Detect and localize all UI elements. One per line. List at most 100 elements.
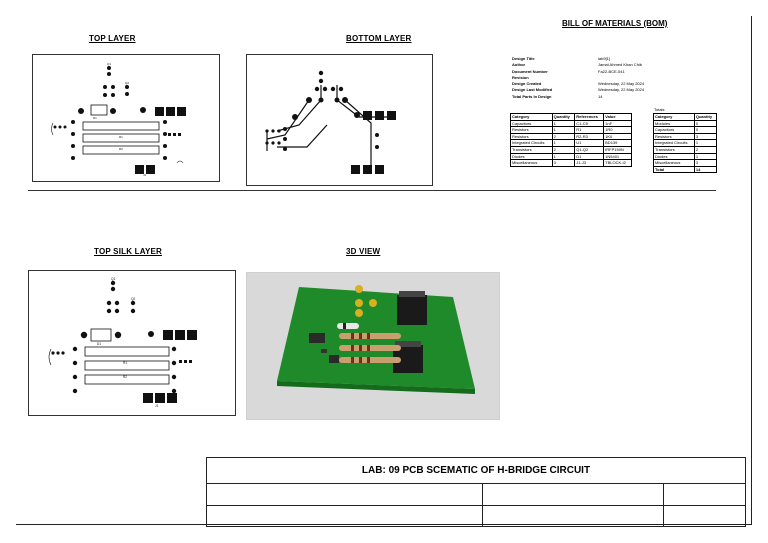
- title-block-title: LAB: 09 PCB SCEMATIC OF H-BRIDGE CIRCUIT: [207, 458, 745, 484]
- table-cell: 2: [551, 145, 576, 154]
- meta-value: 14: [598, 93, 603, 99]
- bom-parts-table: Category Quantity References Value Capac…: [510, 113, 632, 167]
- 3d-board-render: [277, 285, 475, 394]
- table-cell: 3: [693, 132, 718, 141]
- top-layer-title: TOP LAYER: [89, 34, 136, 43]
- meta-value: Fa22-BCE-041: [598, 68, 625, 74]
- 3d-view-panel: [246, 272, 500, 420]
- meta-value: Wednesday, 22 May 2024: [598, 81, 645, 87]
- bottom-layer-title: BOTTOM LAYER: [346, 34, 412, 43]
- title-block: LAB: 09 PCB SCEMATIC OF H-BRIDGE CIRCUIT: [206, 457, 746, 527]
- table-cell: R1: [574, 126, 605, 134]
- table-cell: Diodes: [510, 152, 553, 161]
- table-cell: C1-C5: [574, 119, 605, 128]
- table-cell: Integrated Circuits: [653, 139, 695, 147]
- table-cell: D1: [574, 152, 605, 161]
- table-cell: 1nF: [603, 119, 632, 128]
- table-cell: 1R0: [603, 126, 632, 134]
- table-cell: 3: [693, 159, 718, 167]
- section-divider: [28, 190, 716, 191]
- table-cell: 1: [551, 139, 576, 147]
- top-silk-drawing: [48, 280, 197, 403]
- title-block-row-divider: [207, 505, 745, 506]
- table-cell: Resistors: [510, 132, 553, 141]
- title-block-col-divider: [663, 483, 664, 526]
- meta-key: Design Title: [512, 56, 535, 61]
- table-cell: Transistors: [653, 145, 695, 154]
- table-cell: Miscellaneous: [653, 159, 695, 167]
- top-silk-layer-panel: Q1 Q2 D1 R1 R2 J1: [28, 270, 236, 416]
- table-cell: 1: [551, 119, 576, 128]
- top-layer-drawing: [51, 66, 186, 174]
- table-cell: Transistors: [510, 145, 553, 154]
- table-cell: 0: [693, 119, 718, 128]
- totals-label: Totals: [654, 107, 665, 112]
- title-block-col-divider: [482, 483, 483, 526]
- column-header: References: [574, 113, 605, 121]
- table-cell: Capacitors: [653, 126, 695, 134]
- table-header-row: Category Quantity: [653, 113, 718, 121]
- table-cell: 0: [693, 126, 718, 134]
- table-cell: Modules: [653, 119, 695, 128]
- table-cell: 1K0: [603, 132, 632, 141]
- meta-value: Wednesday, 22 May 2024: [598, 87, 645, 93]
- meta-key: Design Last Modified: [512, 87, 553, 93]
- table-cell: Diodes: [653, 152, 695, 161]
- top-silk-layer-title: TOP SILK LAYER: [94, 247, 163, 256]
- meta-value: Jamal Ahmed Khan Chib: [598, 62, 643, 68]
- total-value: 14: [693, 165, 718, 174]
- table-cell: 1: [693, 139, 718, 147]
- column-header: Quantity: [693, 113, 718, 121]
- table-cell: Resistors: [510, 126, 553, 134]
- bottom-layer-panel: [246, 54, 433, 186]
- total-label: Total: [653, 165, 695, 174]
- table-cell: 1: [693, 152, 718, 161]
- table-cell: IRFP150N: [603, 145, 632, 154]
- table-cell: 2: [551, 132, 576, 141]
- table-header-row: Category Quantity References Value: [510, 113, 632, 121]
- table-cell: J1-J3: [574, 159, 605, 167]
- table-cell: 1: [551, 126, 576, 134]
- table-cell: 3: [551, 159, 576, 167]
- bom-meta: Design Title lab9[1] Author Jamal Ahmed Kh…: [512, 56, 698, 100]
- table-cell: BD139: [603, 139, 632, 147]
- table-cell: Miscellaneous: [510, 159, 553, 167]
- table-cell: R2-R3: [574, 132, 605, 141]
- table-cell: TBLOCK-I2: [603, 159, 632, 167]
- table-cell: 2: [693, 145, 718, 154]
- bottom-layer-drawing: [265, 70, 396, 174]
- table-cell: Capacitors: [510, 119, 553, 128]
- column-header: Category: [510, 113, 553, 121]
- 3d-view-title: 3D VIEW: [346, 247, 381, 256]
- table-cell: U1: [574, 139, 605, 147]
- meta-key: Total Parts In Design: [512, 93, 552, 99]
- column-header: Value: [603, 113, 632, 121]
- meta-key: Revision: [512, 74, 529, 80]
- table-cell: Resistors: [653, 132, 695, 141]
- table-cell: Q1-Q2: [574, 145, 605, 154]
- meta-value: lab9[1]: [598, 56, 611, 61]
- top-layer-panel: Q1 Q2 D1 R1 R2 J1: [32, 54, 220, 182]
- meta-key: Design Created: [512, 81, 542, 87]
- column-header: Category: [653, 113, 695, 121]
- table-cell: Integrated Circuits: [510, 139, 553, 147]
- meta-key: Document Number: [512, 68, 548, 74]
- meta-key: Author: [512, 62, 526, 68]
- table-cell: 1: [551, 152, 576, 161]
